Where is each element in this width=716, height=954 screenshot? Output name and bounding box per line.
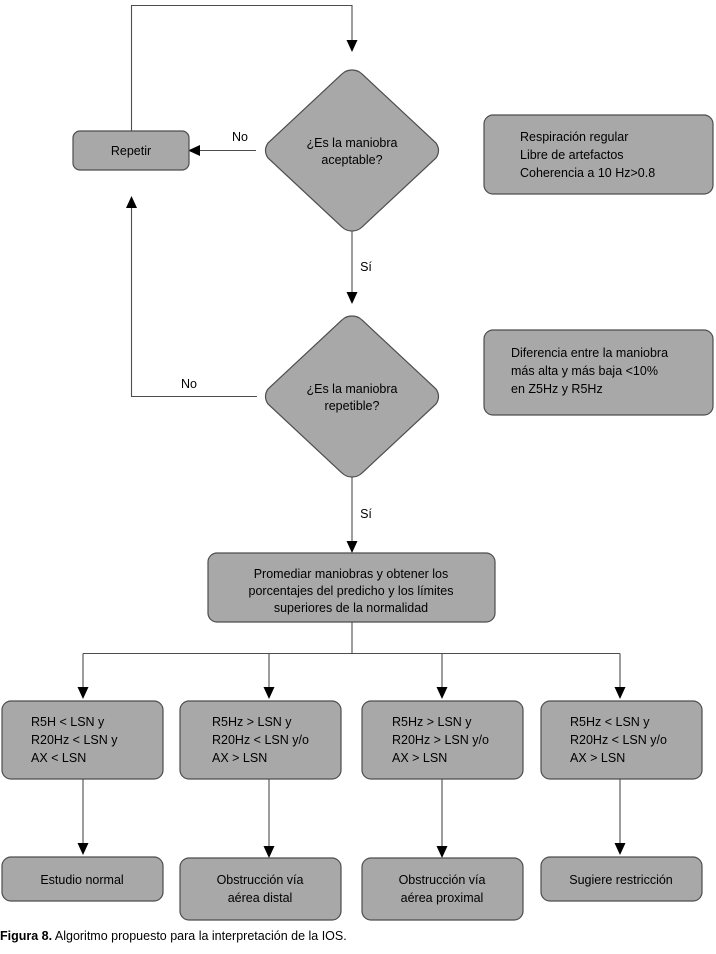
node-criteria-4[interactable]: R5Hz < LSN y R20Hz < LSN y/o AX > LSN [540,700,703,780]
note-repetible-line2: más alta y más baja <10% [511,364,658,378]
node-outcome-1[interactable]: Estudio normal [1,856,164,902]
outcome-2-box[interactable] [179,857,342,921]
outcome-1-line1: Estudio normal [40,873,123,887]
node-outcome-4[interactable]: Sugiere restricción [540,856,703,902]
node-criteria-3[interactable]: R5Hz > LSN y R20Hz > LSN y/o AX > LSN [361,700,524,780]
edge-si-to-promediar: Sí [346,469,372,553]
criteria-1-box[interactable] [1,700,164,780]
criteria-4-box[interactable] [540,700,703,780]
criteria-2-box[interactable] [179,700,342,780]
promediar-line1: Promediar maniobras y obtener los [254,567,449,581]
note-repetible-line1: Diferencia entre la maniobra [511,346,668,360]
edge-criteria-to-outcomes [77,779,626,858]
outcome-4-line1: Sugiere restricción [569,873,673,887]
note-repetible: Diferencia entre la maniobra más alta y … [483,329,714,416]
criteria-2-line3: AX > LSN [212,751,267,765]
edge-label-no-repetible: No [181,377,197,391]
outcome-2-line1: Obstrucción vía [217,873,304,887]
outcome-2-line2: aérea distal [228,891,293,905]
node-criteria-1[interactable]: R5H < LSN y R20Hz < LSN y AX < LSN [1,700,164,780]
edge-label-si-aceptable: Sí [360,260,372,274]
criteria-1-line1: R5H < LSN y [31,715,105,729]
note-aceptable: Respiración regular Libre de artefactos … [483,114,714,195]
decision-aceptable-diamond[interactable] [264,69,440,232]
promediar-line3: superiores de la normalidad [274,601,428,615]
decision-repetible-diamond[interactable] [264,315,440,478]
node-repetir[interactable]: Repetir [72,130,190,171]
node-decision-aceptable[interactable]: ¿Es la maniobra aceptable? [264,69,440,232]
node-criteria-2[interactable]: R5Hz > LSN y R20Hz < LSN y/o AX > LSN [179,700,342,780]
edge-no-to-repetir-second: No [126,196,257,398]
edge-repetir-to-decision-aceptable [130,4,358,131]
edge-no-to-repetir: No [188,130,256,156]
decision-repetible-line2: repetible? [325,399,380,413]
figure-caption-label: Figura 8. [0,929,53,943]
outcome-1-box[interactable] [1,856,164,902]
criteria-3-line3: AX > LSN [392,751,447,765]
note-repetible-line3: en Z5Hz y R5Hz [511,382,603,396]
outcome-3-box[interactable] [361,857,524,921]
criteria-2-line2: R20Hz < LSN y/o [212,733,309,747]
repetir-box[interactable] [72,130,190,171]
criteria-2-line1: R5Hz > LSN y [212,715,292,729]
outcome-3-line1: Obstrucción vía [399,873,486,887]
note-repetible-box [483,329,714,416]
decision-aceptable-line1: ¿Es la maniobra [306,136,397,150]
criteria-4-line1: R5Hz < LSN y [570,715,650,729]
node-outcome-2[interactable]: Obstrucción vía aérea distal [179,857,342,921]
node-outcome-3[interactable]: Obstrucción vía aérea proximal [361,857,524,921]
criteria-1-line2: R20Hz < LSN y [31,733,118,747]
decision-aceptable-line2: aceptable? [321,153,382,167]
criteria-3-box[interactable] [361,700,524,780]
figure-caption-text: Algoritmo propuesto para la interpretaci… [52,929,347,943]
criteria-3-line2: R20Hz > LSN y/o [392,733,489,747]
node-decision-repetible[interactable]: ¿Es la maniobra repetible? [264,315,440,478]
decision-repetible-line1: ¿Es la maniobra [306,382,397,396]
promediar-line2: porcentajes del predicho y los límites [249,584,454,598]
note-aceptable-line2: Libre de artefactos [520,148,624,162]
edge-label-si-repetible: Sí [360,507,372,521]
repetir-label: Repetir [111,144,151,158]
criteria-3-line1: R5Hz > LSN y [392,715,472,729]
promediar-box[interactable] [207,552,496,623]
criteria-4-line2: R20Hz < LSN y/o [570,733,667,747]
note-aceptable-line3: Coherencia a 10 Hz>0.8 [520,166,655,180]
flowchart-diagram: No Sí No Sí [1,4,714,921]
edge-si-to-decision-repetible: Sí [346,222,372,304]
figure-caption: Figura 8. Algoritmo propuesto para la in… [0,928,716,945]
edge-promediar-fanout [77,622,626,699]
outcome-4-box[interactable] [540,856,703,902]
edge-label-no-aceptable: No [232,130,248,144]
note-aceptable-box [483,114,714,195]
criteria-4-line3: AX > LSN [570,751,625,765]
node-promediar[interactable]: Promediar maniobras y obtener los porcen… [207,552,496,623]
note-aceptable-line1: Respiración regular [520,130,628,144]
criteria-1-line3: AX < LSN [31,751,86,765]
outcome-3-line2: aérea proximal [401,891,484,905]
